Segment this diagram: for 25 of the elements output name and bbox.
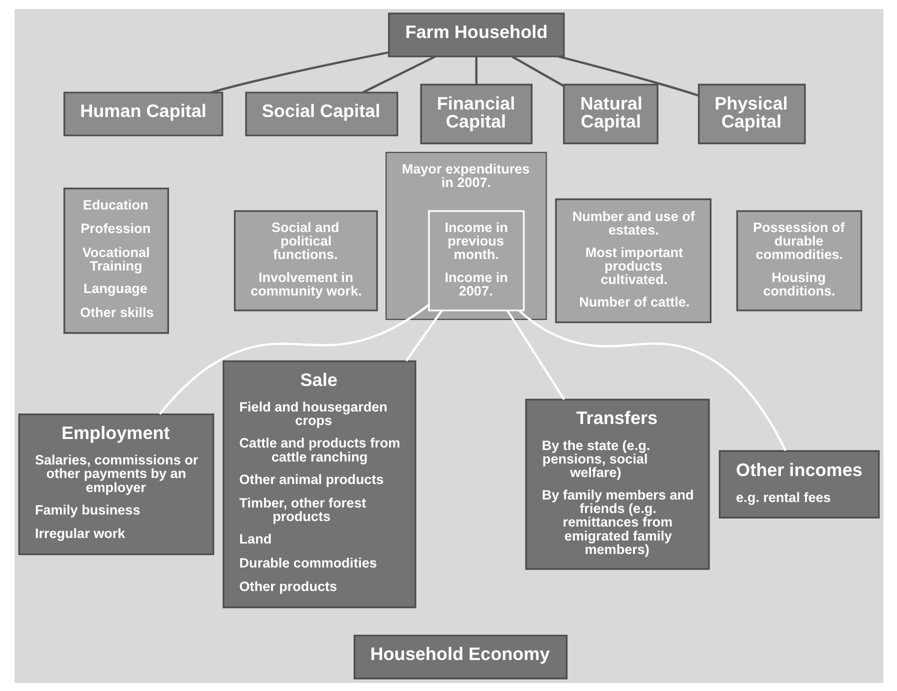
node-box: Sale Field and housegarden crops Cattle and products from cattle ranching Other animal products Timber, other forest products Land Durable commodities Other products xyxy=(222,360,416,608)
connector xyxy=(404,309,442,362)
node-box: Education Profession Vocational Training Language Other skills xyxy=(62,187,169,334)
node-box: Possession of durable commodities. Housing conditions. xyxy=(736,210,862,311)
node-box: Income in previous month. Income in 2007. xyxy=(428,210,524,311)
node-box: Social Capital xyxy=(244,91,398,136)
connector xyxy=(506,309,565,400)
node-box: Human Capital xyxy=(62,91,223,136)
node-box: Physical Capital xyxy=(697,83,806,144)
node-box: Natural Capital xyxy=(562,83,658,144)
node-box: Number and use of estates. Most important products cultivated. Number of cattle. xyxy=(554,198,711,323)
connector xyxy=(210,50,388,94)
node-box: Other incomes e.g. rental fees xyxy=(718,450,880,518)
connector xyxy=(557,54,699,96)
node-box: Employment Salaries, commissions or other payments by an employer Family business Irregular work xyxy=(18,412,214,555)
connector xyxy=(474,56,477,84)
node-box: Transfers By the state (e.g. pensions, social welfare) By family members and friends (e.g. remittances from emigrated family members) xyxy=(524,398,710,570)
connector xyxy=(518,309,786,451)
node-box: Social and political functions. Involvement in community work. xyxy=(233,210,378,311)
connector xyxy=(510,54,564,87)
node-box: Household Economy xyxy=(353,634,568,679)
connector xyxy=(362,54,436,93)
node-box: Financial Capital xyxy=(420,83,532,144)
node-box: Farm Household xyxy=(388,12,564,57)
connector xyxy=(158,304,429,414)
